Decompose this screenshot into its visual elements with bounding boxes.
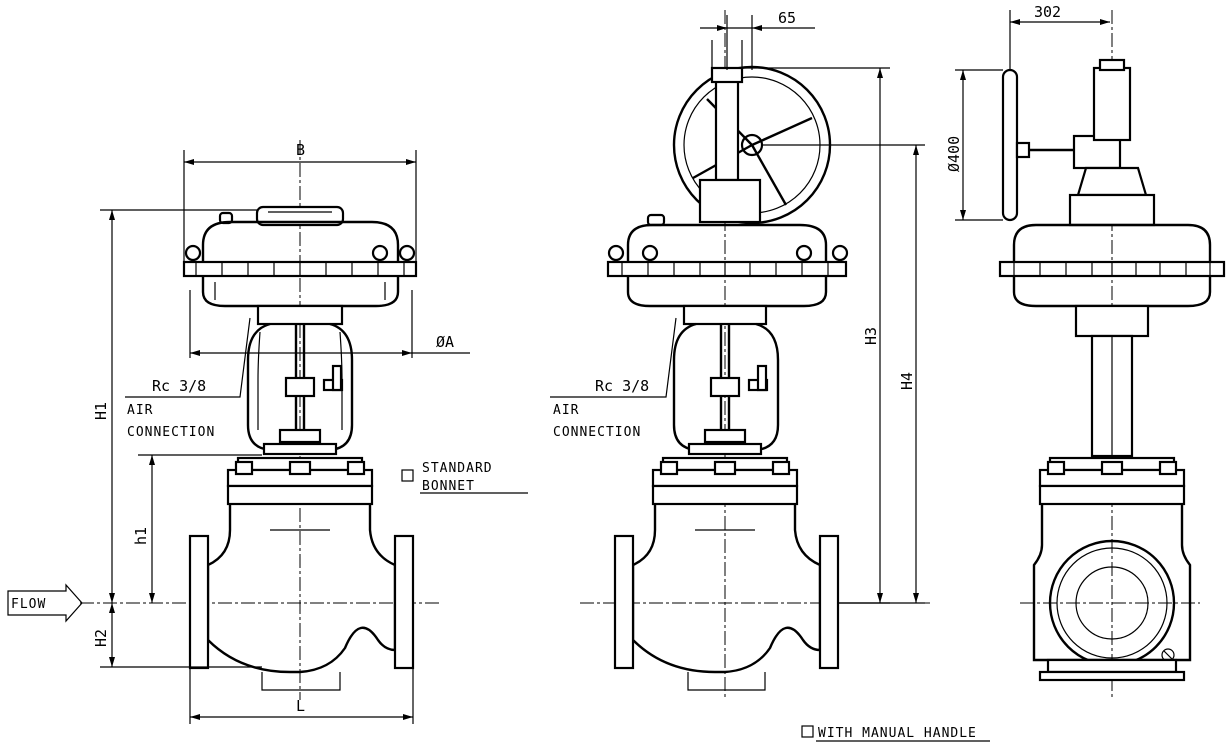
dimension-handwheel bbox=[955, 69, 1003, 221]
actuator-front bbox=[606, 213, 849, 326]
air-thread-1: Rc 3/8 bbox=[152, 377, 206, 395]
valve-body-front bbox=[613, 504, 840, 691]
dim-h1-label: H1 bbox=[92, 402, 110, 420]
yoke-side bbox=[1090, 334, 1134, 458]
dim-65-label: 65 bbox=[778, 9, 796, 27]
dim-a-label: ØA bbox=[436, 333, 454, 351]
dim-302-label: 302 bbox=[1034, 3, 1061, 21]
actuator-side bbox=[998, 223, 1226, 338]
manual-handle-label: WITH MANUAL HANDLE bbox=[818, 726, 977, 741]
bonnet-label: BONNET bbox=[422, 479, 475, 494]
air-connection-leader-2 bbox=[550, 317, 677, 398]
standard-label: STANDARD bbox=[422, 461, 493, 476]
dimension-h4 bbox=[762, 144, 925, 604]
flow-label: FLOW bbox=[11, 597, 46, 612]
manual-handle-side-view: 302 Ø400 bbox=[945, 3, 1226, 700]
bonnet-flange bbox=[226, 456, 374, 506]
flow-arrow bbox=[7, 583, 83, 623]
dim-l-label: L bbox=[296, 697, 305, 715]
dimension-h1-lower bbox=[138, 454, 262, 603]
dimension-l bbox=[189, 668, 414, 724]
air-label-2: AIR bbox=[553, 403, 579, 418]
valve-body-side bbox=[1032, 504, 1192, 682]
yoke bbox=[246, 322, 354, 456]
dim-b-label: B bbox=[296, 141, 305, 159]
dimension-302 bbox=[1009, 10, 1110, 70]
manual-handle-front-view: 65 H3 H4 Rc 3/8 AIR CONNECTION bbox=[550, 9, 930, 700]
air-label-2b: CONNECTION bbox=[553, 425, 641, 440]
air-label-1b: CONNECTION bbox=[127, 425, 215, 440]
dim-h2-label: H2 bbox=[92, 629, 110, 647]
dimension-h1 bbox=[100, 209, 258, 603]
dim-h3-label: H3 bbox=[862, 327, 880, 345]
handwheel-side bbox=[1001, 58, 1156, 227]
standard-checkbox bbox=[401, 469, 414, 482]
dimension-a bbox=[189, 290, 470, 358]
valve-body bbox=[188, 504, 415, 691]
dim-h1-lower-label: h1 bbox=[132, 527, 150, 545]
dim-h4-label: H4 bbox=[898, 372, 916, 390]
air-label-1: AIR bbox=[127, 403, 153, 418]
dimension-b bbox=[183, 150, 417, 262]
dim-handwheel-label: Ø400 bbox=[945, 136, 963, 172]
diaphragm-actuator bbox=[182, 205, 418, 326]
bonnet-flange-side bbox=[1038, 456, 1186, 506]
yoke-front bbox=[672, 322, 780, 456]
dimension-h2 bbox=[100, 603, 262, 668]
bonnet-flange-front bbox=[651, 456, 799, 506]
manual-handle-checkbox bbox=[801, 725, 814, 738]
air-thread-2: Rc 3/8 bbox=[595, 377, 649, 395]
standard-valve-view: B ØA H1 h1 H2 bbox=[7, 140, 528, 724]
air-connection-leader-1 bbox=[125, 317, 251, 398]
dimension-65 bbox=[700, 15, 815, 70]
